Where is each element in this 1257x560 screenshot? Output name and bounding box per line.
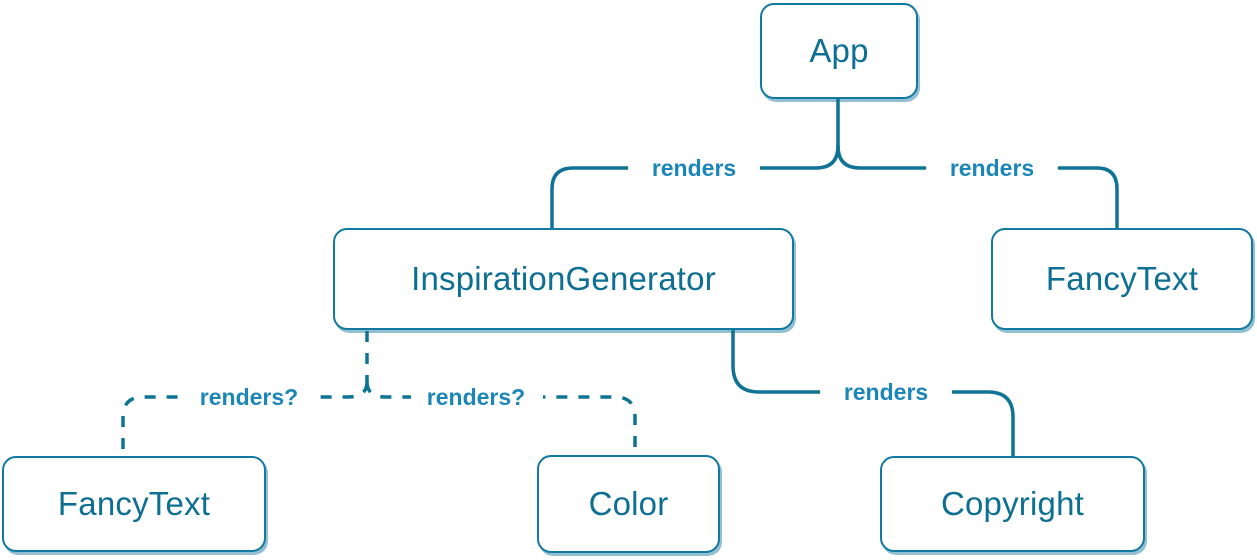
- edge-inspirationgenerator-color: [365, 381, 637, 456]
- edge-label-mask: [411, 381, 543, 411]
- node-copyright: Copyright: [880, 456, 1145, 552]
- edge-label-mask: [926, 152, 1058, 182]
- edge-app-fancytext: [836, 144, 1119, 231]
- node-app: App: [760, 3, 918, 99]
- node-inspiration-generator: InspirationGenerator: [333, 228, 794, 330]
- edge-label-renders-question: renders?: [427, 384, 525, 410]
- node-app-label: App: [809, 32, 869, 69]
- node-color-label: Color: [588, 485, 669, 522]
- node-fancy-text-bottom: FancyText: [2, 456, 266, 552]
- node-fancy-text-top-label: FancyText: [1045, 260, 1199, 297]
- edge-label-renders: renders: [652, 155, 736, 181]
- edge-inspirationgenerator-fancytext: [121, 381, 369, 457]
- node-color: Color: [537, 455, 720, 553]
- edge-label-renders: renders: [844, 379, 928, 405]
- node-fancy-text-bottom-label: FancyText: [57, 485, 211, 522]
- edge-label-mask: [820, 377, 952, 407]
- node-copyright-label: Copyright: [940, 485, 1085, 522]
- edge-label-renders-question: renders?: [200, 384, 298, 410]
- edge-app-inspirationgenerator: [550, 144, 840, 231]
- edge-label-renders: renders: [950, 155, 1034, 181]
- edge-label-mask: [628, 152, 760, 182]
- edge-label-mask: [184, 381, 316, 411]
- node-fancy-text-top: FancyText: [991, 228, 1253, 330]
- node-inspiration-generator-label: InspirationGenerator: [411, 260, 716, 297]
